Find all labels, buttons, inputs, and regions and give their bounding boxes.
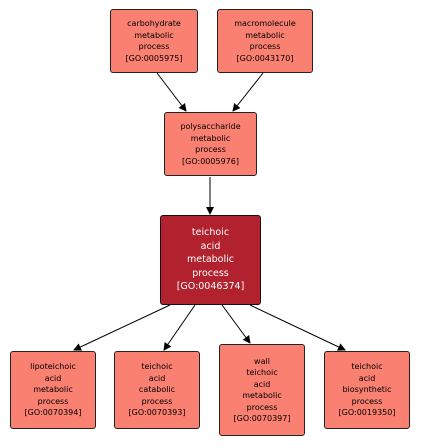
node-label-line: acid <box>358 373 376 383</box>
node-label-line: acid <box>44 373 62 383</box>
node-wall-teichoic-acid-metabolic-process[interactable]: wall teichoic acid metabolic process [GO… <box>219 344 305 436</box>
edge-teichoic-to-biosynthetic <box>249 304 346 351</box>
node-label-line: process <box>138 42 170 51</box>
node-label-line: process <box>195 145 226 154</box>
node-go-id: [GO:0043170] <box>236 53 294 63</box>
node-label-line: metabolic <box>245 30 285 40</box>
node-lipoteichoic-acid-metabolic-process[interactable]: lipoteichoic acid metabolic process [GO:… <box>10 351 96 429</box>
node-label-line: teichoic <box>351 362 383 372</box>
node-label-line: biosynthetic <box>342 385 392 395</box>
node-label-line: acid <box>148 373 166 383</box>
node-go-id: [GO:0046374] <box>176 281 245 293</box>
node-carbohydrate-metabolic-process[interactable]: carbohydrate metabolic process [GO:00059… <box>110 9 198 73</box>
node-label-line: process <box>192 267 229 279</box>
node-label-line: wall <box>254 356 270 366</box>
node-label-line: teichoic <box>246 368 278 377</box>
node-go-id: [GO:0070397] <box>233 414 291 423</box>
node-label-line: metabolic <box>33 385 73 395</box>
edge-teichoic-to-wall <box>221 304 251 344</box>
node-go-id: [GO:0005975] <box>125 53 183 63</box>
edge-carbohydrate-to-polysaccharide <box>156 72 187 112</box>
node-label-line: acid <box>253 379 271 389</box>
node-polysaccharide-metabolic-process[interactable]: polysaccharide metabolic process [GO:000… <box>164 112 257 176</box>
node-label-line: process <box>141 396 173 406</box>
node-teichoic-acid-catabolic-process[interactable]: teichoic acid catabolic process [GO:0070… <box>114 351 200 429</box>
node-label-line: metabolic <box>134 30 174 40</box>
node-label-line: process <box>246 402 278 412</box>
node-teichoic-acid-metabolic-process[interactable]: teichoic acid metabolic process [GO:0046… <box>160 215 261 305</box>
node-teichoic-acid-biosynthetic-process[interactable]: teichoic acid biosynthetic process [GO:0… <box>324 351 410 429</box>
node-label-line: metabolic <box>187 254 234 266</box>
node-macromolecule-metabolic-process[interactable]: macromolecule metabolic process [GO:0043… <box>217 9 313 73</box>
node-label-line: process <box>249 42 281 51</box>
node-label-line: metabolic <box>190 133 231 143</box>
node-go-id: [GO:0070394] <box>24 408 82 418</box>
node-label-line: process <box>351 396 383 406</box>
node-label-line: polysaccharide <box>180 122 241 131</box>
edge-teichoic-to-catabolic <box>163 304 196 351</box>
node-label-line: process <box>37 396 69 406</box>
node-label-line: teichoic <box>191 227 230 239</box>
node-label-line: teichoic <box>141 362 173 372</box>
node-label-line: macromolecule <box>234 19 296 28</box>
node-label-line: carbohydrate <box>127 19 181 28</box>
node-label-line: lipoteichoic <box>30 362 76 372</box>
edge-macromolecule-to-polysaccharide <box>232 72 264 112</box>
node-go-id: [GO:0005976] <box>182 156 239 166</box>
node-label-line: catabolic <box>138 385 176 395</box>
edge-teichoic-to-lipoteichoic <box>73 304 171 351</box>
node-go-id: [GO:0070393] <box>128 408 186 418</box>
node-label-line: acid <box>200 240 221 252</box>
node-label-line: metabolic <box>242 391 282 400</box>
node-go-id: [GO:0019350] <box>338 408 396 418</box>
